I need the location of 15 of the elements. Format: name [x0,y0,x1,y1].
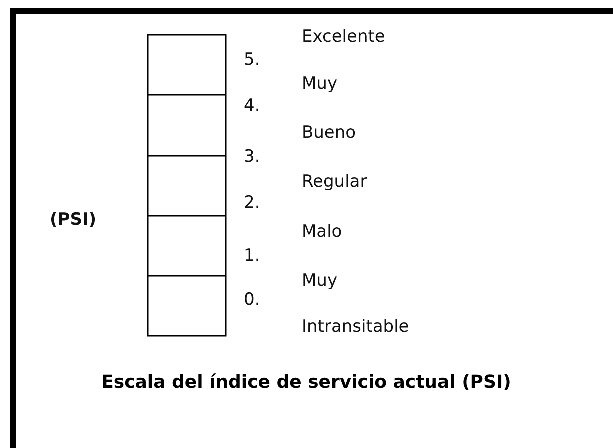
scale-level-label: Intransitable [302,317,410,337]
caption: Escala del índice de servicio actual (PSI) [100,372,512,393]
scale-level-label: Regular [302,172,368,192]
scale-level-label: Malo [302,222,342,242]
axis-label: (PSI) [50,210,97,230]
scale-level-label: Muy [302,74,338,94]
scale-level-label: Bueno [302,123,356,143]
scale-number: 3. [244,147,260,167]
scale-number: 4. [244,96,260,116]
scale-level-label: Excelente [302,27,386,47]
scale-number: 1. [244,246,260,266]
scale-number: 2. [244,193,260,213]
scale-number: 0. [244,290,260,310]
scale-level-label: Muy [302,271,338,291]
scale-number: 5. [244,50,260,70]
